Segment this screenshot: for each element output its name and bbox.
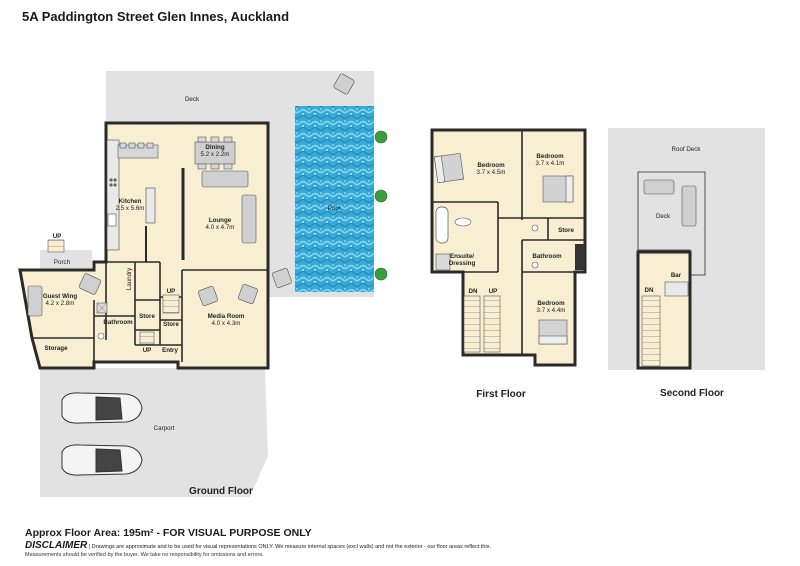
- up-porch-label: UP: [53, 233, 62, 240]
- carport-label: Carport: [154, 425, 175, 432]
- sf-deck-label: Deck: [656, 213, 671, 220]
- shrub-icon: [374, 130, 388, 281]
- deck-label: Deck: [185, 96, 200, 103]
- laundry-label: Laundry: [126, 267, 133, 290]
- ff-bedroom3-label: Bedroom: [537, 300, 565, 307]
- deck-sofa-icon: [643, 179, 697, 227]
- dining-dimensions: 5.2 x 2.2m: [201, 151, 230, 158]
- bathroom-label: Bathroom: [103, 319, 133, 326]
- pool: [295, 106, 374, 292]
- lounge-dimensions: 4.0 x 4.7m: [206, 224, 235, 231]
- porch-area: [40, 250, 92, 270]
- shower-icon: [435, 253, 451, 271]
- shower-icon: [575, 244, 585, 270]
- bath-icon: [435, 206, 449, 244]
- bed-icon: [433, 152, 574, 345]
- car-icon: [61, 392, 143, 476]
- first-floor-label: First Floor: [476, 389, 526, 400]
- stair-entry: [139, 331, 155, 345]
- guest-sofa-icon: [27, 273, 102, 317]
- ff-bedroom2-dimensions: 3.7 x 4.1m: [536, 160, 565, 167]
- lounge-sofa-icon: [201, 170, 257, 244]
- stair-second: [641, 295, 661, 367]
- guest-wing-label: Guest Wing: [43, 293, 78, 300]
- ff-dressing-label: Dressing: [449, 260, 476, 267]
- ff-store-label: Store: [558, 227, 574, 234]
- lounge-label: Lounge: [209, 217, 232, 224]
- roof-deck-label: Roof Deck: [672, 146, 702, 153]
- second-floor-label: Second Floor: [660, 388, 724, 399]
- stair-first-up: [483, 295, 501, 353]
- sf-dn-label: DN: [645, 287, 654, 294]
- media-room-dimensions: 4.0 x 4.3m: [212, 320, 241, 327]
- toilet-icon: [97, 332, 105, 340]
- first-walls: [432, 130, 585, 355]
- dining-label: Dining: [205, 144, 224, 151]
- kitchen-label: Kitchen: [119, 198, 142, 205]
- disclaimer-line2: Measurements should be verified by the b…: [25, 552, 264, 558]
- ff-bedroom3-dimensions: 3.7 x 4.4m: [537, 307, 566, 314]
- disclaimer-line1: | Drawings are approximate and to be use…: [87, 544, 491, 550]
- bar-counter: [664, 281, 689, 297]
- disclaimer-heading: DISCLAIMER: [25, 540, 88, 551]
- dining-table-icon: [194, 136, 236, 170]
- floor-area-note: Approx Floor Area: 195m² - FOR VISUAL PU…: [25, 527, 312, 539]
- breakfast-bar: [117, 142, 159, 159]
- kitchen-bench: [106, 139, 120, 251]
- stair-porch: [47, 239, 65, 253]
- ff-dn-label: DN: [469, 288, 478, 295]
- ff-ensuite-label: Ensuite/: [450, 253, 474, 260]
- media-chair-icon: [198, 284, 258, 306]
- media-room-label: Media Room: [208, 313, 245, 320]
- ff-up-label: UP: [489, 288, 498, 295]
- page-title: 5A Paddington Street Glen Innes, Aucklan…: [22, 9, 290, 24]
- stair-store: [162, 294, 180, 314]
- storage-label: Storage: [44, 345, 68, 352]
- ground-walls: [32, 261, 268, 362]
- store-label-2: Store: [163, 321, 179, 328]
- deck-area: [106, 71, 268, 123]
- kitchen-island: [145, 187, 156, 224]
- ground-floor-label: Ground Floor: [189, 486, 253, 497]
- toilet-icon: [531, 261, 539, 269]
- ff-bedroom1-label: Bedroom: [477, 162, 505, 169]
- up-entry-label: UP: [143, 347, 152, 354]
- kitchen-dimensions: 2.5 x 5.6m: [116, 205, 145, 212]
- sink-icon: [454, 217, 472, 227]
- guest-wing-dimensions: 4.2 x 2.8m: [46, 300, 75, 307]
- up-store-label: UP: [167, 288, 176, 295]
- ff-bedroom1-dimensions: 3.7 x 4.5m: [477, 169, 506, 176]
- ff-bathroom-label: Bathroom: [532, 253, 562, 260]
- stove-icon: [109, 178, 117, 187]
- sink-icon: [107, 213, 117, 227]
- store-label-1: Store: [139, 313, 155, 320]
- pool-label: Pool: [328, 205, 340, 212]
- toilet-icon: [531, 224, 539, 232]
- stair-first-down: [463, 295, 481, 353]
- pool-lounger-icon: [272, 73, 355, 288]
- porch-label: Porch: [54, 259, 71, 266]
- disclaimer: DISCLAIMER | Drawings are approximate an…: [25, 540, 491, 551]
- entry-label: Entry: [162, 347, 178, 354]
- ff-bedroom2-label: Bedroom: [536, 153, 564, 160]
- carport-area: [40, 368, 268, 497]
- bar-label: Bar: [671, 272, 682, 279]
